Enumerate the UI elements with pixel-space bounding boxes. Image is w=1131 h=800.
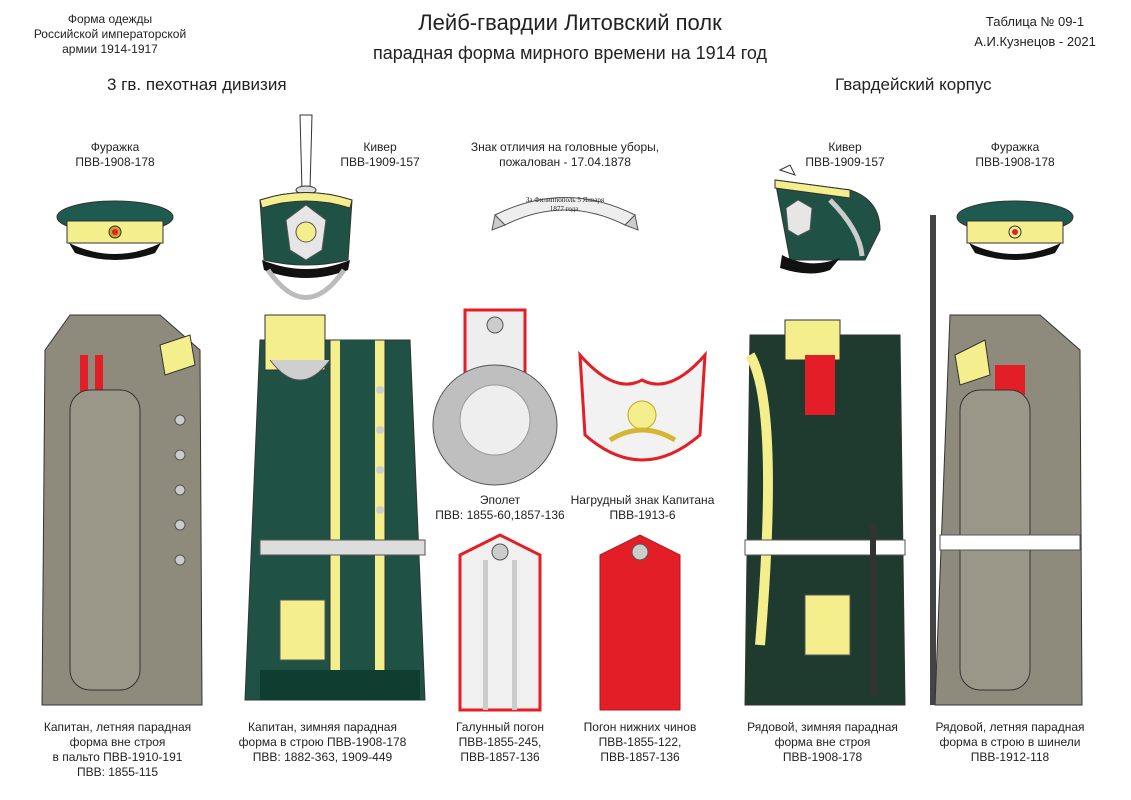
label-line: Кивер <box>363 140 397 154</box>
private-summer-figure <box>930 215 1083 706</box>
caption-line: Погон нижних чинов <box>583 720 697 734</box>
label-kiver-left: Кивер ПВВ-1909-157 <box>315 140 445 170</box>
lower-ranks-shoulder-strap-illustration <box>599 534 681 711</box>
caption-line: Капитан, зимняя парадная <box>248 720 397 734</box>
badge-ribbon-illustration: За Филиппополь 5 Января 1877 года. <box>491 196 639 231</box>
gorget-illustration <box>578 350 707 462</box>
peaked-cap-left-illustration <box>56 200 174 260</box>
caption-line: ПВВ-1857-136 <box>600 750 680 764</box>
label-kiver-right: Кивер ПВВ-1909-157 <box>780 140 910 170</box>
caption-line: форма вне строя <box>69 735 166 749</box>
caption-line: Рядовой, летняя парадная <box>935 720 1085 734</box>
caption-line: ПВВ: 1855-115 <box>76 765 159 779</box>
galloon-shoulder-strap-illustration <box>458 533 542 712</box>
caption-line: форма вне строя <box>774 735 871 749</box>
kiver-left-illustration <box>259 114 353 300</box>
badge-ribbon-text-2: 1877 года. <box>550 205 580 213</box>
captain-summer-figure <box>41 314 203 706</box>
header-left: Форма одежды Российской императорской ар… <box>10 12 210 57</box>
label-line: ПВВ-1908-178 <box>975 155 1055 169</box>
caption-line: ПВВ: 1882-363, 1909-449 <box>252 750 393 764</box>
label-line: пожалован - 17.04.1878 <box>499 155 631 169</box>
label-line: Фуражка <box>990 140 1040 154</box>
caption-line: форма в строю ПВВ-1908-178 <box>238 735 407 749</box>
label-line: Фуражка <box>90 140 140 154</box>
header-left-line: Форма одежды <box>67 12 153 26</box>
label-epaulette: Эполет ПВВ: 1855-60,1857-136 <box>420 493 580 523</box>
page-title: Лейб-гвардии Литовский полк <box>418 10 722 35</box>
badge-ribbon-text-1: За Филиппополь 5 Января <box>526 196 605 204</box>
label-line: ПВВ-1908-178 <box>75 155 155 169</box>
caption-private-summer: Рядовой, летняя парадная форма в строю в… <box>920 720 1100 765</box>
caption-line: Галунный погон <box>455 720 544 734</box>
captain-winter-figure <box>244 314 426 701</box>
label-line: ПВВ-1909-157 <box>340 155 420 169</box>
caption-line: ПВВ-1855-122, <box>598 735 682 749</box>
caption-captain-winter: Капитан, зимняя парадная форма в строю П… <box>230 720 415 765</box>
caption-line: Рядовой, зимняя парадная <box>747 720 898 734</box>
section-left: 3 гв. пехотная дивизия <box>107 75 287 94</box>
private-winter-figure <box>744 319 906 706</box>
table-number: Таблица № 09-1 <box>985 14 1085 29</box>
label-line: Эполет <box>479 493 521 507</box>
caption-line: ПВВ-1908-178 <box>782 750 863 764</box>
label-line: ПВВ-1913-6 <box>609 508 676 522</box>
label-line: Нагрудный знак Капитана <box>570 493 715 507</box>
header-left-line: армии 1914-1917 <box>62 42 158 56</box>
author: А.И.Кузнецов - 2021 <box>974 34 1096 49</box>
label-line: ПВВ: 1855-60,1857-136 <box>435 508 565 522</box>
label-gorget: Нагрудный знак Капитана ПВВ-1913-6 <box>560 493 725 523</box>
header-left-line: Российской императорской <box>33 27 187 41</box>
caption-private-winter: Рядовой, зимняя парадная форма вне строя… <box>735 720 910 765</box>
peaked-cap-right-illustration <box>956 200 1074 260</box>
label-furazhka-right: Фуражка ПВВ-1908-178 <box>950 140 1080 170</box>
kiver-right-illustration <box>774 164 881 274</box>
label-furazhka-left: Фуражка ПВВ-1908-178 <box>50 140 180 170</box>
label-line: Кивер <box>828 140 862 154</box>
label-badge: Знак отличия на головные уборы, пожалова… <box>455 140 675 170</box>
caption-line: форма в строю в шинели <box>939 735 1081 749</box>
caption-line: ПВВ-1912-118 <box>970 750 1050 764</box>
caption-galloon-shoulder: Галунный погон ПВВ-1855-245, ПВВ-1857-13… <box>430 720 570 765</box>
caption-line: ПВВ-1855-245, <box>458 735 542 749</box>
caption-lower-ranks-shoulder: Погон нижних чинов ПВВ-1855-122, ПВВ-185… <box>570 720 710 765</box>
section-right: Гвардейский корпус <box>835 75 992 94</box>
caption-line: в пальто ПВВ-1910-191 <box>52 750 183 764</box>
label-line: Знак отличия на головные уборы, <box>470 140 660 154</box>
header-right: Таблица № 09-1 А.И.Кузнецов - 2021 <box>950 12 1120 52</box>
epaulette-illustration <box>432 308 558 486</box>
caption-line: ПВВ-1857-136 <box>460 750 540 764</box>
label-line: ПВВ-1909-157 <box>805 155 885 169</box>
page-subtitle: парадная форма мирного времени на 1914 г… <box>372 43 768 63</box>
caption-line: Капитан, летняя парадная <box>43 720 192 734</box>
caption-captain-summer: Капитан, летняя парадная форма вне строя… <box>30 720 205 780</box>
